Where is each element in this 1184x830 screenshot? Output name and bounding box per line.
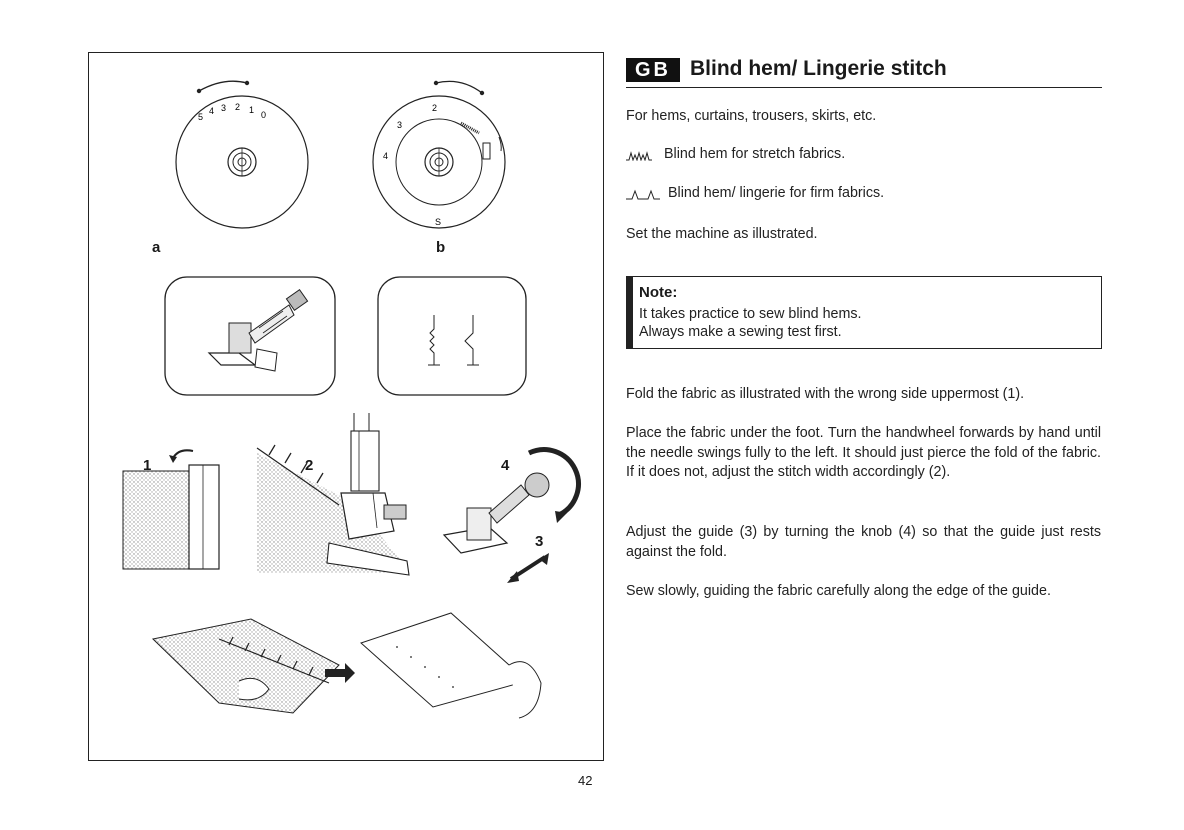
dial-a-number: 5 <box>198 112 203 122</box>
page-number-text: 42 <box>578 773 593 788</box>
dial-b-number: 3 <box>397 120 402 130</box>
stitch-width-dial-a: 5 4 3 2 1 0 <box>175 80 309 229</box>
stitch-option-firm: Blind hem/ lingerie for firm fabrics. <box>626 185 884 201</box>
callout-3: 3 <box>535 533 544 550</box>
note-line: It takes practice to sew blind hems. <box>639 306 862 322</box>
dial-b-number: 4 <box>383 151 388 161</box>
setup-text: Set the machine as illustrated. <box>626 226 818 242</box>
blind-hem-foot-panel <box>164 276 336 396</box>
illustration-drawing: 5 4 3 2 1 0 2 3 4 S <box>122 80 581 719</box>
instruction-paragraph: Place the fabric under the foot. Turn th… <box>626 425 1101 480</box>
dial-a-number: 4 <box>209 106 214 116</box>
note-box: Note: It takes practice to sew blind hem… <box>626 276 1102 349</box>
intro-text: For hems, curtains, trousers, skirts, et… <box>626 108 877 124</box>
stitch-pattern-panel <box>377 276 527 396</box>
section-header: GB Blind hem/ Lingerie stitch <box>626 55 1102 88</box>
language-badge: GB <box>626 58 680 82</box>
note-title: Note: <box>639 284 678 301</box>
note-line: Always make a sewing test first. <box>639 324 842 340</box>
dial-a-number: 3 <box>221 103 226 113</box>
dial-a-label: a <box>152 239 161 256</box>
needle-position-diagram <box>256 413 411 576</box>
fabric-fold-diagram <box>122 449 220 570</box>
stitch-option-label: Blind hem/ lingerie for firm fabrics. <box>668 185 885 201</box>
instruction-paragraph: Sew slowly, guiding the fabric carefully… <box>626 583 1051 599</box>
dial-a-number: 2 <box>235 102 240 112</box>
dial-b-number: 2 <box>432 103 437 113</box>
dial-b-number: S <box>435 217 441 227</box>
stitch-option-stretch: Blind hem for stretch fabrics. <box>626 146 845 162</box>
callout-1: 1 <box>143 457 152 474</box>
finished-hem-diagram <box>151 612 542 719</box>
guide-adjustment-diagram <box>442 447 581 583</box>
section-title: Blind hem/ Lingerie stitch <box>690 57 947 80</box>
instruction-paragraph: Fold the fabric as illustrated with the … <box>626 386 1025 402</box>
illustration-panel: 5 4 3 2 1 0 2 3 4 S <box>88 52 604 761</box>
callout-4: 4 <box>501 457 510 474</box>
stitch-option-label: Blind hem for stretch fabrics. <box>664 146 846 162</box>
firm-blind-hem-stitch-icon <box>626 189 660 200</box>
stitch-selector-dial-b: 2 3 4 S <box>372 80 506 229</box>
callout-2: 2 <box>305 457 314 474</box>
stretch-blind-hem-stitch-icon <box>626 151 652 162</box>
dial-a-number: 1 <box>249 105 254 115</box>
instruction-paragraph: Adjust the guide (3) by turning the knob… <box>626 524 1101 560</box>
dial-a-number: 0 <box>261 110 266 120</box>
dial-b-label: b <box>436 239 446 256</box>
